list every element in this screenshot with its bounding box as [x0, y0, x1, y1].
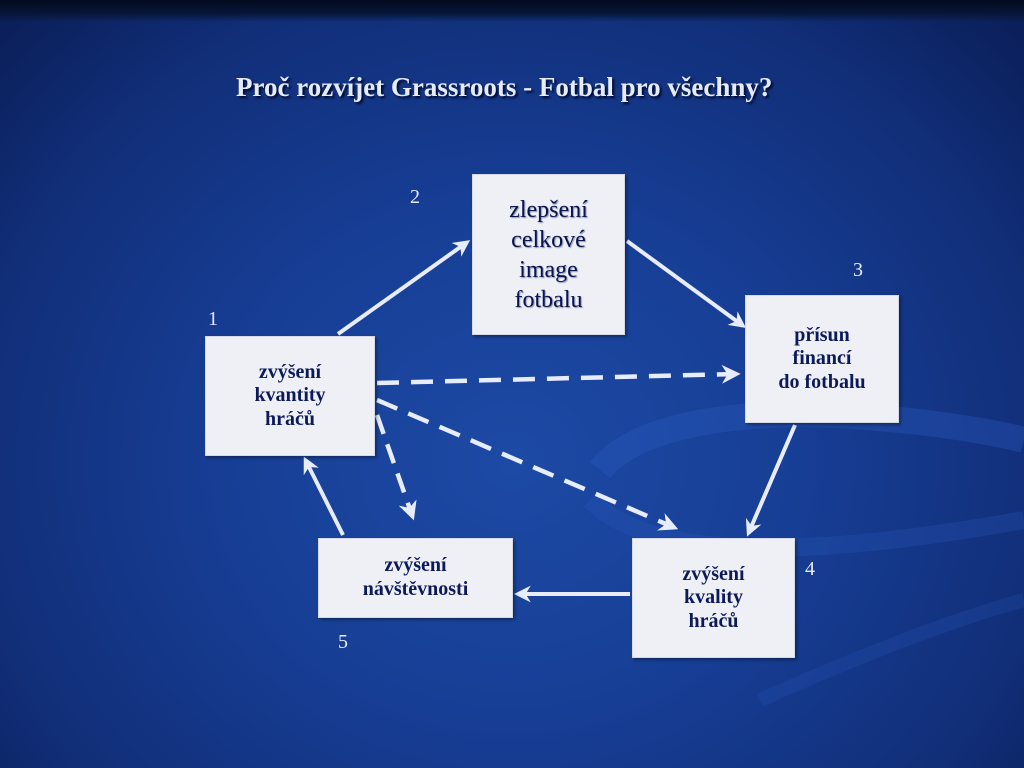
- box-attendance: zvýšení návštěvnosti: [318, 538, 513, 618]
- dashed-arrow-1-to-3: [376, 364, 741, 386]
- dashed-arrow-1-to-5: [374, 414, 417, 521]
- step-number-5: 5: [338, 631, 348, 653]
- step-number-1: 1: [208, 308, 218, 330]
- arrow-1-to-2: [336, 240, 471, 336]
- arrow-3-to-4: [745, 424, 797, 537]
- arrow-2-to-3: [625, 239, 747, 328]
- slide-title: Proč rozvíjet Grassroots - Fotbal pro vš…: [236, 72, 773, 102]
- step-number-2: 2: [410, 186, 420, 208]
- box-image-improvement: zlepšení celkové image fotbalu: [472, 174, 625, 335]
- box-player-quantity: zvýšení kvantity hráčů: [205, 336, 375, 456]
- box-funding-inflow: přísun financí do fotbalu: [745, 295, 899, 423]
- top-band: [0, 0, 1024, 22]
- step-number-3: 3: [853, 259, 863, 281]
- step-number-4: 4: [805, 558, 815, 580]
- arrow-5-to-1: [303, 456, 345, 536]
- box-player-quality: zvýšení kvality hráčů: [632, 538, 795, 658]
- dashed-arrow-1-to-4: [376, 397, 679, 531]
